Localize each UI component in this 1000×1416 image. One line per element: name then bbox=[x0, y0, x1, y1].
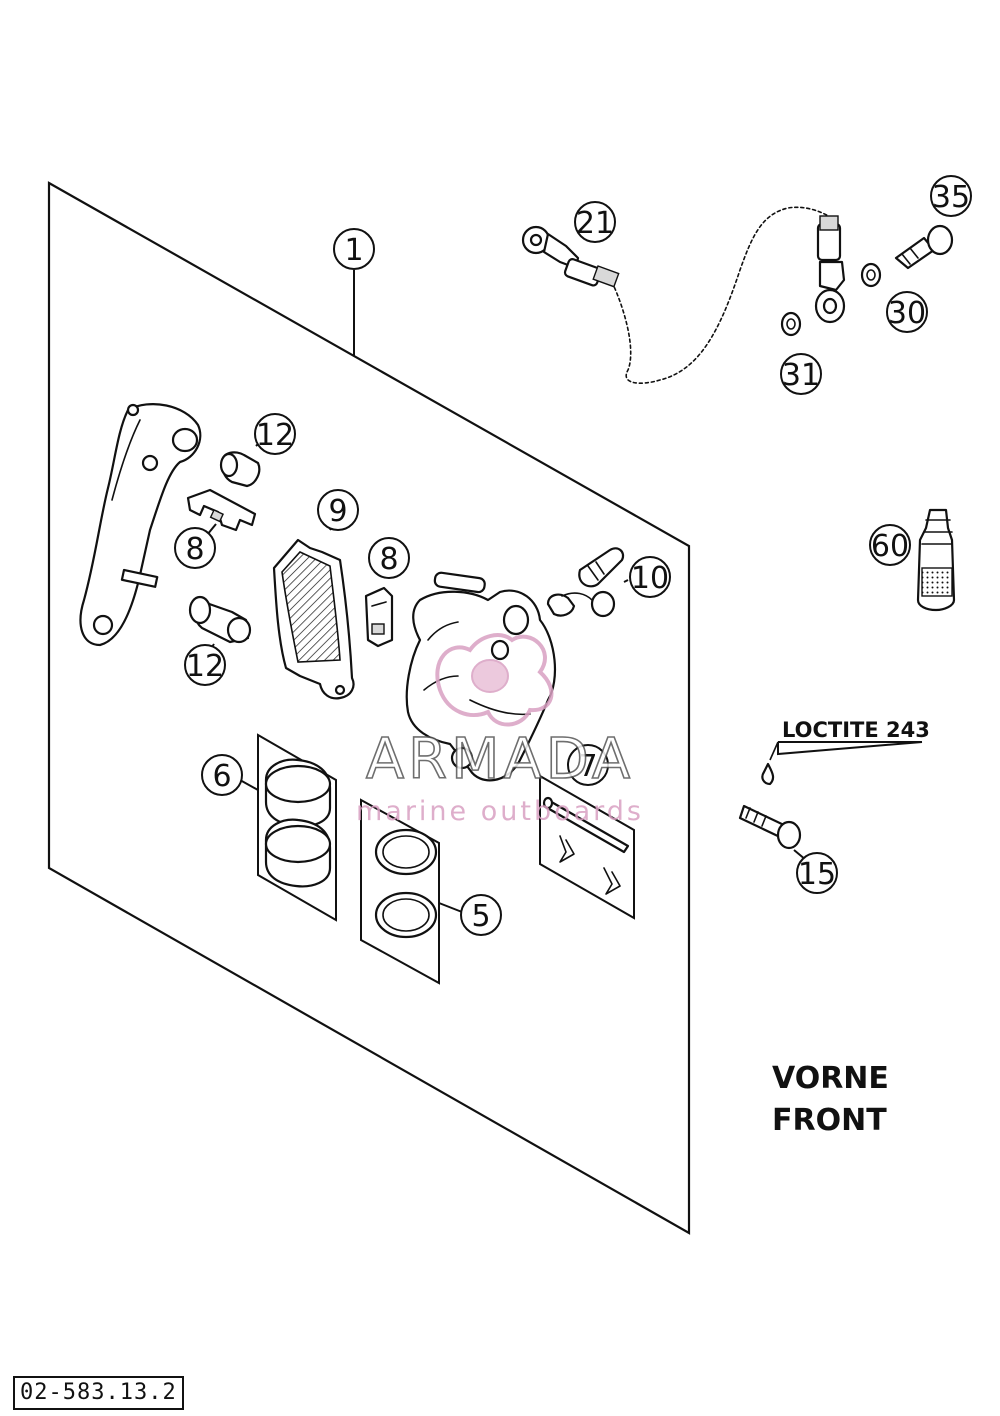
watermark: ARMADA marine outboards bbox=[356, 633, 644, 827]
callout-31[interactable]: 31 bbox=[780, 353, 822, 395]
pin-clip-kit bbox=[539, 774, 635, 920]
svg-text:5: 5 bbox=[471, 899, 490, 934]
brake-hose bbox=[521, 206, 846, 384]
loctite-note: LOCTITE 243 bbox=[761, 718, 930, 786]
pad-spring-right bbox=[364, 586, 394, 648]
brake-pad bbox=[272, 538, 355, 700]
direction-label: VORNE FRONT bbox=[772, 1061, 889, 1138]
svg-text:10: 10 bbox=[631, 561, 669, 596]
callout-6[interactable]: 6 bbox=[201, 754, 259, 796]
svg-text:8: 8 bbox=[379, 542, 398, 577]
svg-text:ARMADA: ARMADA bbox=[366, 727, 634, 792]
pad-spring-left bbox=[186, 488, 257, 532]
callout-30[interactable]: 30 bbox=[886, 291, 928, 333]
callout-60[interactable]: 60 bbox=[869, 524, 911, 566]
washer-30 bbox=[860, 262, 882, 288]
svg-text:15: 15 bbox=[798, 857, 836, 892]
callout-8-right[interactable]: 8 bbox=[368, 537, 410, 579]
svg-text:LOCTITE 243: LOCTITE 243 bbox=[782, 718, 930, 742]
svg-text:7: 7 bbox=[578, 749, 597, 784]
callout-10[interactable]: 10 bbox=[623, 556, 671, 598]
bleed-valve bbox=[546, 547, 625, 618]
svg-text:12: 12 bbox=[256, 418, 294, 453]
svg-text:marine outboards: marine outboards bbox=[356, 796, 644, 827]
caliper-bracket bbox=[79, 403, 202, 647]
callout-15[interactable]: 15 bbox=[793, 849, 838, 894]
callout-12-lower[interactable]: 12 bbox=[184, 643, 226, 686]
svg-text:VORNE: VORNE bbox=[772, 1061, 889, 1096]
svg-text:21: 21 bbox=[576, 206, 614, 241]
svg-text:FRONT: FRONT bbox=[772, 1103, 887, 1138]
washer-31 bbox=[780, 311, 802, 337]
svg-text:6: 6 bbox=[212, 759, 231, 794]
callout-35[interactable]: 35 bbox=[930, 175, 972, 217]
seal-kit bbox=[360, 798, 440, 985]
svg-text:12: 12 bbox=[186, 649, 224, 684]
callout-8-left[interactable]: 8 bbox=[174, 523, 217, 569]
svg-text:9: 9 bbox=[328, 494, 347, 529]
callout-5[interactable]: 5 bbox=[438, 894, 502, 936]
callout-1[interactable]: 1 bbox=[333, 228, 375, 356]
svg-text:8: 8 bbox=[185, 532, 204, 567]
svg-text:35: 35 bbox=[932, 180, 970, 215]
svg-text:31: 31 bbox=[782, 358, 820, 393]
svg-text:1: 1 bbox=[344, 233, 363, 268]
callout-21[interactable]: 21 bbox=[574, 201, 616, 243]
drawing-number: 02-583.13.2 bbox=[13, 1376, 184, 1410]
svg-text:60: 60 bbox=[871, 529, 909, 564]
banjo-bolt bbox=[894, 224, 954, 270]
threadlocker-bottle bbox=[916, 508, 956, 612]
callout-9[interactable]: 9 bbox=[317, 489, 359, 531]
assembly-board bbox=[47, 181, 691, 1235]
callout-7[interactable]: 7 bbox=[567, 744, 609, 786]
guide-bushing-upper bbox=[219, 451, 261, 488]
mounting-bolt bbox=[738, 804, 802, 850]
svg-text:30: 30 bbox=[888, 296, 926, 331]
callout-12-upper[interactable]: 12 bbox=[254, 413, 296, 455]
piston-kit bbox=[257, 733, 337, 922]
guide-bolt-lower bbox=[188, 595, 252, 644]
